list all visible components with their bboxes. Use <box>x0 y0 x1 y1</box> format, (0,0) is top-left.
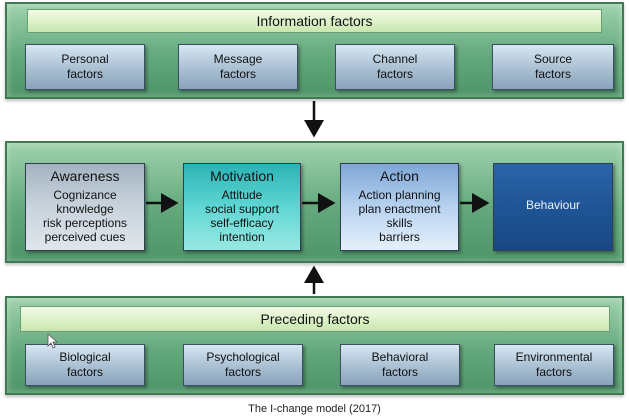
box-line: factors <box>535 365 572 379</box>
box-line: Environmental <box>515 350 593 364</box>
motivation-stage: Motivation Attitude social support self-… <box>183 163 301 251</box>
stage-line: social support <box>204 202 280 216</box>
stage-line: perceived cues <box>44 230 126 244</box>
stage-line: barriers <box>379 230 420 244</box>
box-line: Message <box>213 52 263 66</box>
preceding-factors-banner: Preceding factors <box>20 306 610 332</box>
personal-factors-box: Personal factors <box>25 44 145 90</box>
box-line: factors <box>66 365 103 379</box>
figure-caption: The I-change model (2017) <box>248 403 381 415</box>
box-line: Channel <box>372 52 418 66</box>
environmental-factors-box: Environmental factors <box>494 344 614 386</box>
box-line: factors <box>219 67 256 81</box>
box-line: Psychological <box>206 350 280 364</box>
stage-line: Attitude <box>221 188 263 202</box>
psychological-factors-box: Psychological factors <box>183 344 303 386</box>
box-line: factors <box>381 365 418 379</box>
stage-line: knowledge <box>56 202 114 216</box>
information-factors-banner: Information factors <box>27 9 602 33</box>
behavioral-factors-box: Behavioral factors <box>340 344 460 386</box>
channel-factors-box: Channel factors <box>335 44 455 90</box>
stage-line: risk perceptions <box>42 216 128 230</box>
box-line: factors <box>534 67 571 81</box>
awareness-stage: Awareness Cognizance knowledge risk perc… <box>25 163 145 251</box>
action-stage: Action Action planning plan enactment sk… <box>340 163 459 251</box>
biological-factors-box: Biological factors <box>25 344 145 386</box>
stage-line: skills <box>386 216 413 230</box>
stage-line: Cognizance <box>53 188 117 202</box>
source-factors-box: Source factors <box>492 44 614 90</box>
stage-title: Awareness <box>50 168 120 184</box>
box-line: factors <box>376 67 413 81</box>
box-line: Source <box>533 52 573 66</box>
mouse-cursor-icon <box>47 333 59 349</box>
stage-line: self-efficacy <box>210 216 274 230</box>
message-factors-box: Message factors <box>178 44 298 90</box>
box-line: Personal <box>61 52 109 66</box>
box-line: Biological <box>59 350 111 364</box>
stage-title: Motivation <box>210 168 274 184</box>
stage-title: Action <box>380 168 419 184</box>
stage-title: Behaviour <box>525 198 581 212</box>
box-line: Behavioral <box>371 350 429 364</box>
stage-line: Action planning <box>358 188 441 202</box>
stage-line: plan enactment <box>358 202 441 216</box>
stage-line: intention <box>219 230 265 244</box>
behaviour-stage: Behaviour <box>493 163 613 251</box>
box-line: factors <box>66 67 103 81</box>
box-line: factors <box>224 365 261 379</box>
